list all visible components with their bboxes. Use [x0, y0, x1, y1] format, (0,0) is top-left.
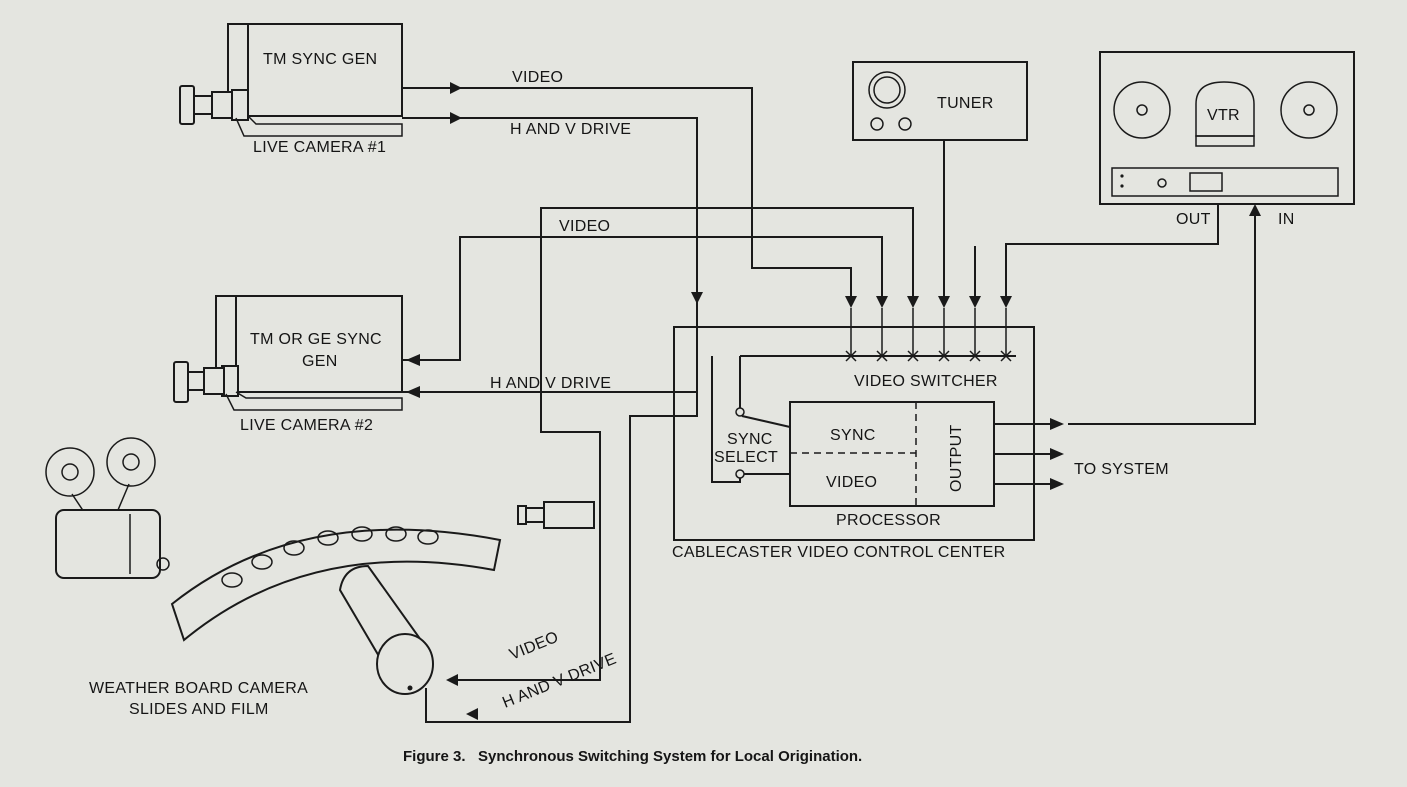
- film-projector: [45, 437, 170, 579]
- video-proc-label: VIDEO: [826, 474, 877, 491]
- tuner-unit: [852, 61, 1028, 141]
- vtr-out-label: OUT: [1176, 211, 1211, 228]
- video-3-label: VIDEO: [507, 629, 561, 664]
- sync-gen-1-label: TM SYNC GEN: [263, 51, 377, 68]
- weather-board-camera: [338, 564, 434, 695]
- video-1-label: VIDEO: [512, 69, 563, 86]
- hv-drive-1-label: H AND V DRIVE: [510, 121, 631, 138]
- small-camera: [517, 501, 595, 529]
- sync-gen-2-label-line2: GEN: [302, 353, 338, 370]
- sync-select-label-line1: SYNC: [727, 431, 773, 448]
- weather-label-line1: WEATHER BOARD CAMERA: [89, 680, 308, 697]
- sync-label: SYNC: [830, 427, 876, 444]
- vtr-unit: [1099, 51, 1355, 205]
- to-system-label: TO SYSTEM: [1074, 461, 1169, 478]
- vtr-in-label: IN: [1278, 211, 1295, 228]
- video-2-label: VIDEO: [559, 218, 610, 235]
- video-switcher-label: VIDEO SWITCHER: [854, 373, 998, 390]
- signal-lines: [402, 82, 1261, 723]
- live-camera-1: [179, 23, 403, 137]
- sync-select-label-line2: SELECT: [714, 449, 778, 466]
- hv-drive-2-label: H AND V DRIVE: [490, 375, 611, 392]
- processor-label: PROCESSOR: [836, 512, 941, 529]
- figure-caption: Figure 3. Synchronous Switching System f…: [403, 748, 862, 765]
- control-center-label: CABLECASTER VIDEO CONTROL CENTER: [672, 544, 1006, 561]
- weather-label-line2: SLIDES AND FILM: [129, 701, 269, 718]
- camera-2-label: LIVE CAMERA #2: [240, 417, 373, 434]
- output-label: OUTPUT: [948, 424, 965, 492]
- camera-1-label: LIVE CAMERA #1: [253, 139, 386, 156]
- tuner-label: TUNER: [937, 95, 994, 112]
- sync-gen-2-label-line1: TM OR GE SYNC: [250, 331, 382, 348]
- vtr-label: VTR: [1207, 107, 1240, 124]
- film-strip: [170, 526, 502, 642]
- live-camera-2: [173, 295, 403, 411]
